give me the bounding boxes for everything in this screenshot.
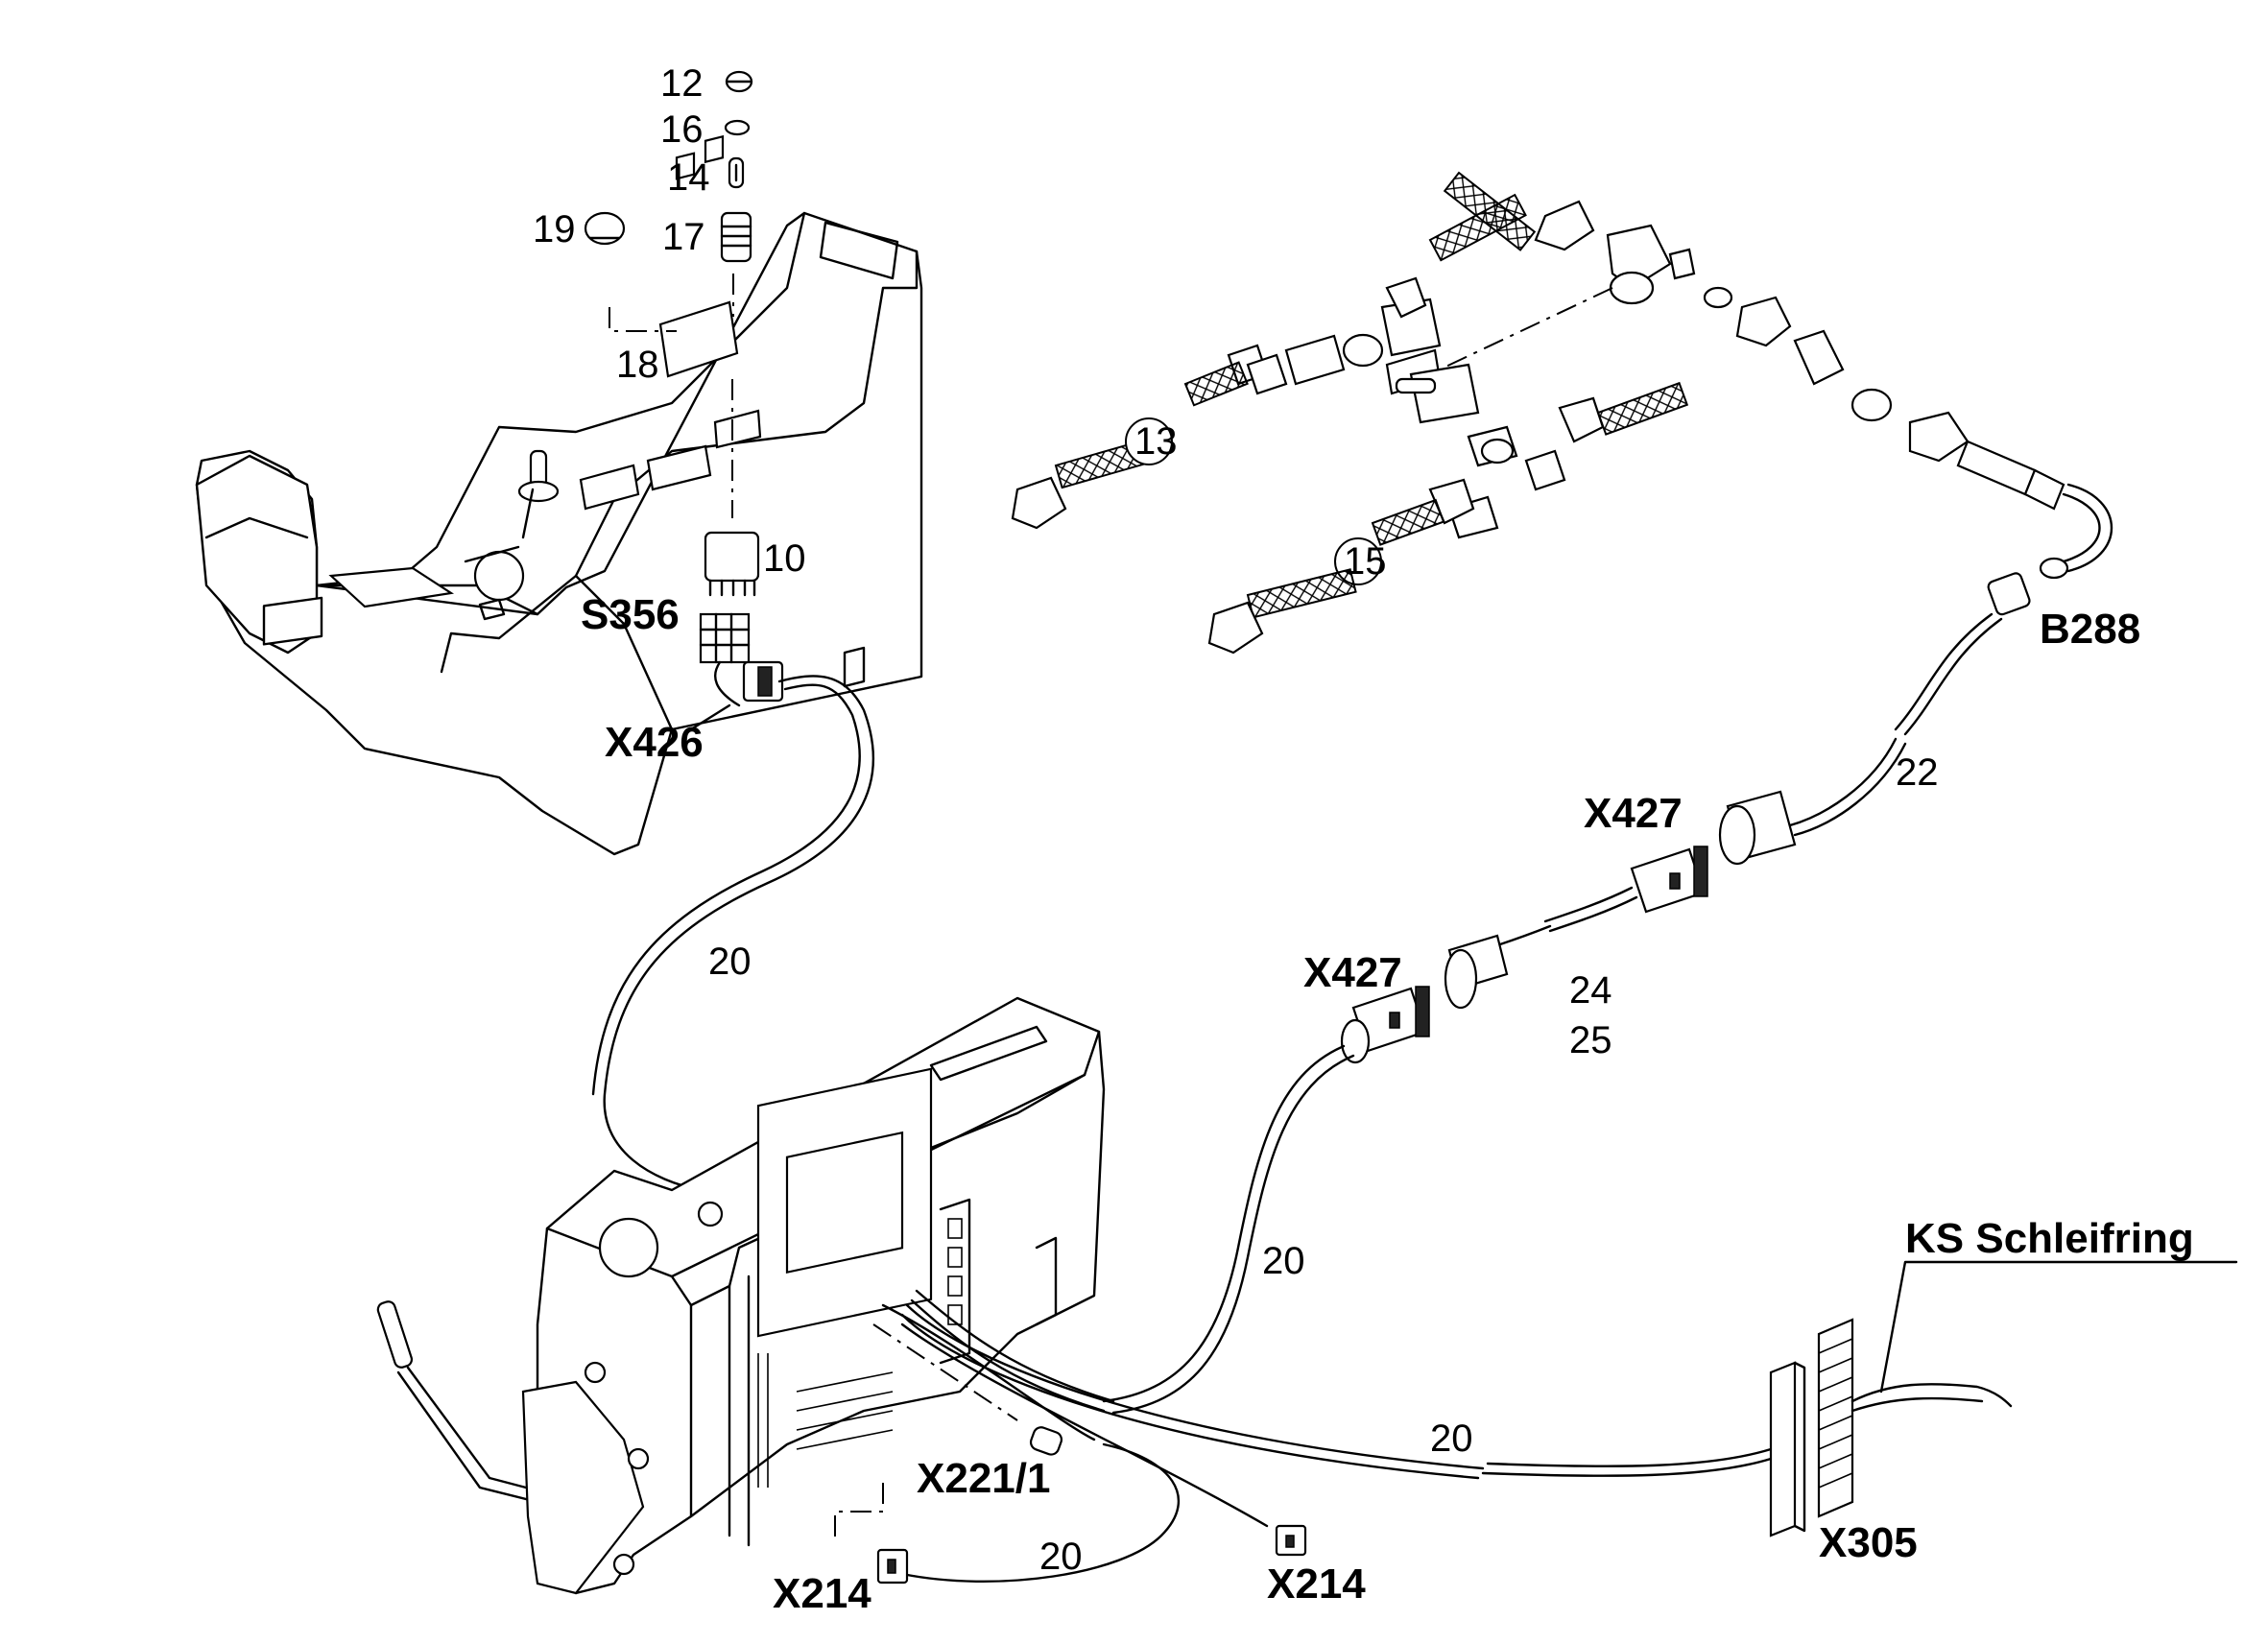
label-x426: X426 bbox=[605, 719, 704, 766]
label-x221-1: X221/1 bbox=[917, 1455, 1050, 1502]
label-16: 16 bbox=[660, 108, 704, 151]
label-20-mid: 20 bbox=[1262, 1240, 1305, 1282]
label-25: 25 bbox=[1569, 1019, 1612, 1061]
label-x427-upper: X427 bbox=[1584, 790, 1683, 837]
label-x427-lower: X427 bbox=[1303, 949, 1402, 996]
label-15: 15 bbox=[1344, 540, 1387, 583]
x305-slip-ring bbox=[1769, 1260, 2238, 1537]
label-13: 13 bbox=[1134, 420, 1178, 463]
label-x214-left: X214 bbox=[773, 1570, 871, 1617]
hydraulic-fittings bbox=[1011, 171, 2113, 655]
label-x214-right: X214 bbox=[1267, 1561, 1366, 1608]
upper-cab-console bbox=[195, 211, 923, 856]
label-20-right: 20 bbox=[1430, 1418, 1473, 1460]
label-x305: X305 bbox=[1819, 1519, 1918, 1566]
x427-connectors bbox=[1102, 790, 1797, 1415]
label-b288: B288 bbox=[2040, 606, 2140, 653]
label-20-upper: 20 bbox=[708, 941, 752, 983]
label-17: 17 bbox=[662, 216, 705, 258]
label-24: 24 bbox=[1569, 969, 1612, 1012]
label-18: 18 bbox=[616, 344, 659, 386]
label-14: 14 bbox=[667, 156, 710, 199]
label-20-lower: 20 bbox=[1039, 1536, 1083, 1578]
switch-small-parts bbox=[584, 70, 760, 664]
label-19: 19 bbox=[533, 208, 576, 250]
part-number-labels: 12 16 14 19 17 18 10 13 15 22 24 25 20 2… bbox=[533, 62, 1939, 1578]
control-unit-cables bbox=[834, 1289, 1773, 1584]
label-10: 10 bbox=[763, 537, 806, 580]
connector-labels: S356 X426 B288 X427 X427 X221/1 X214 X21… bbox=[581, 591, 2194, 1617]
label-22: 22 bbox=[1896, 751, 1939, 794]
b288-sensor-cable bbox=[1788, 572, 2031, 837]
label-12: 12 bbox=[660, 62, 704, 105]
lower-control-unit bbox=[376, 996, 1106, 1595]
label-ks-schleifring: KS Schleifring bbox=[1905, 1215, 2194, 1262]
label-s356: S356 bbox=[581, 591, 680, 638]
x426-connector bbox=[591, 660, 875, 1192]
